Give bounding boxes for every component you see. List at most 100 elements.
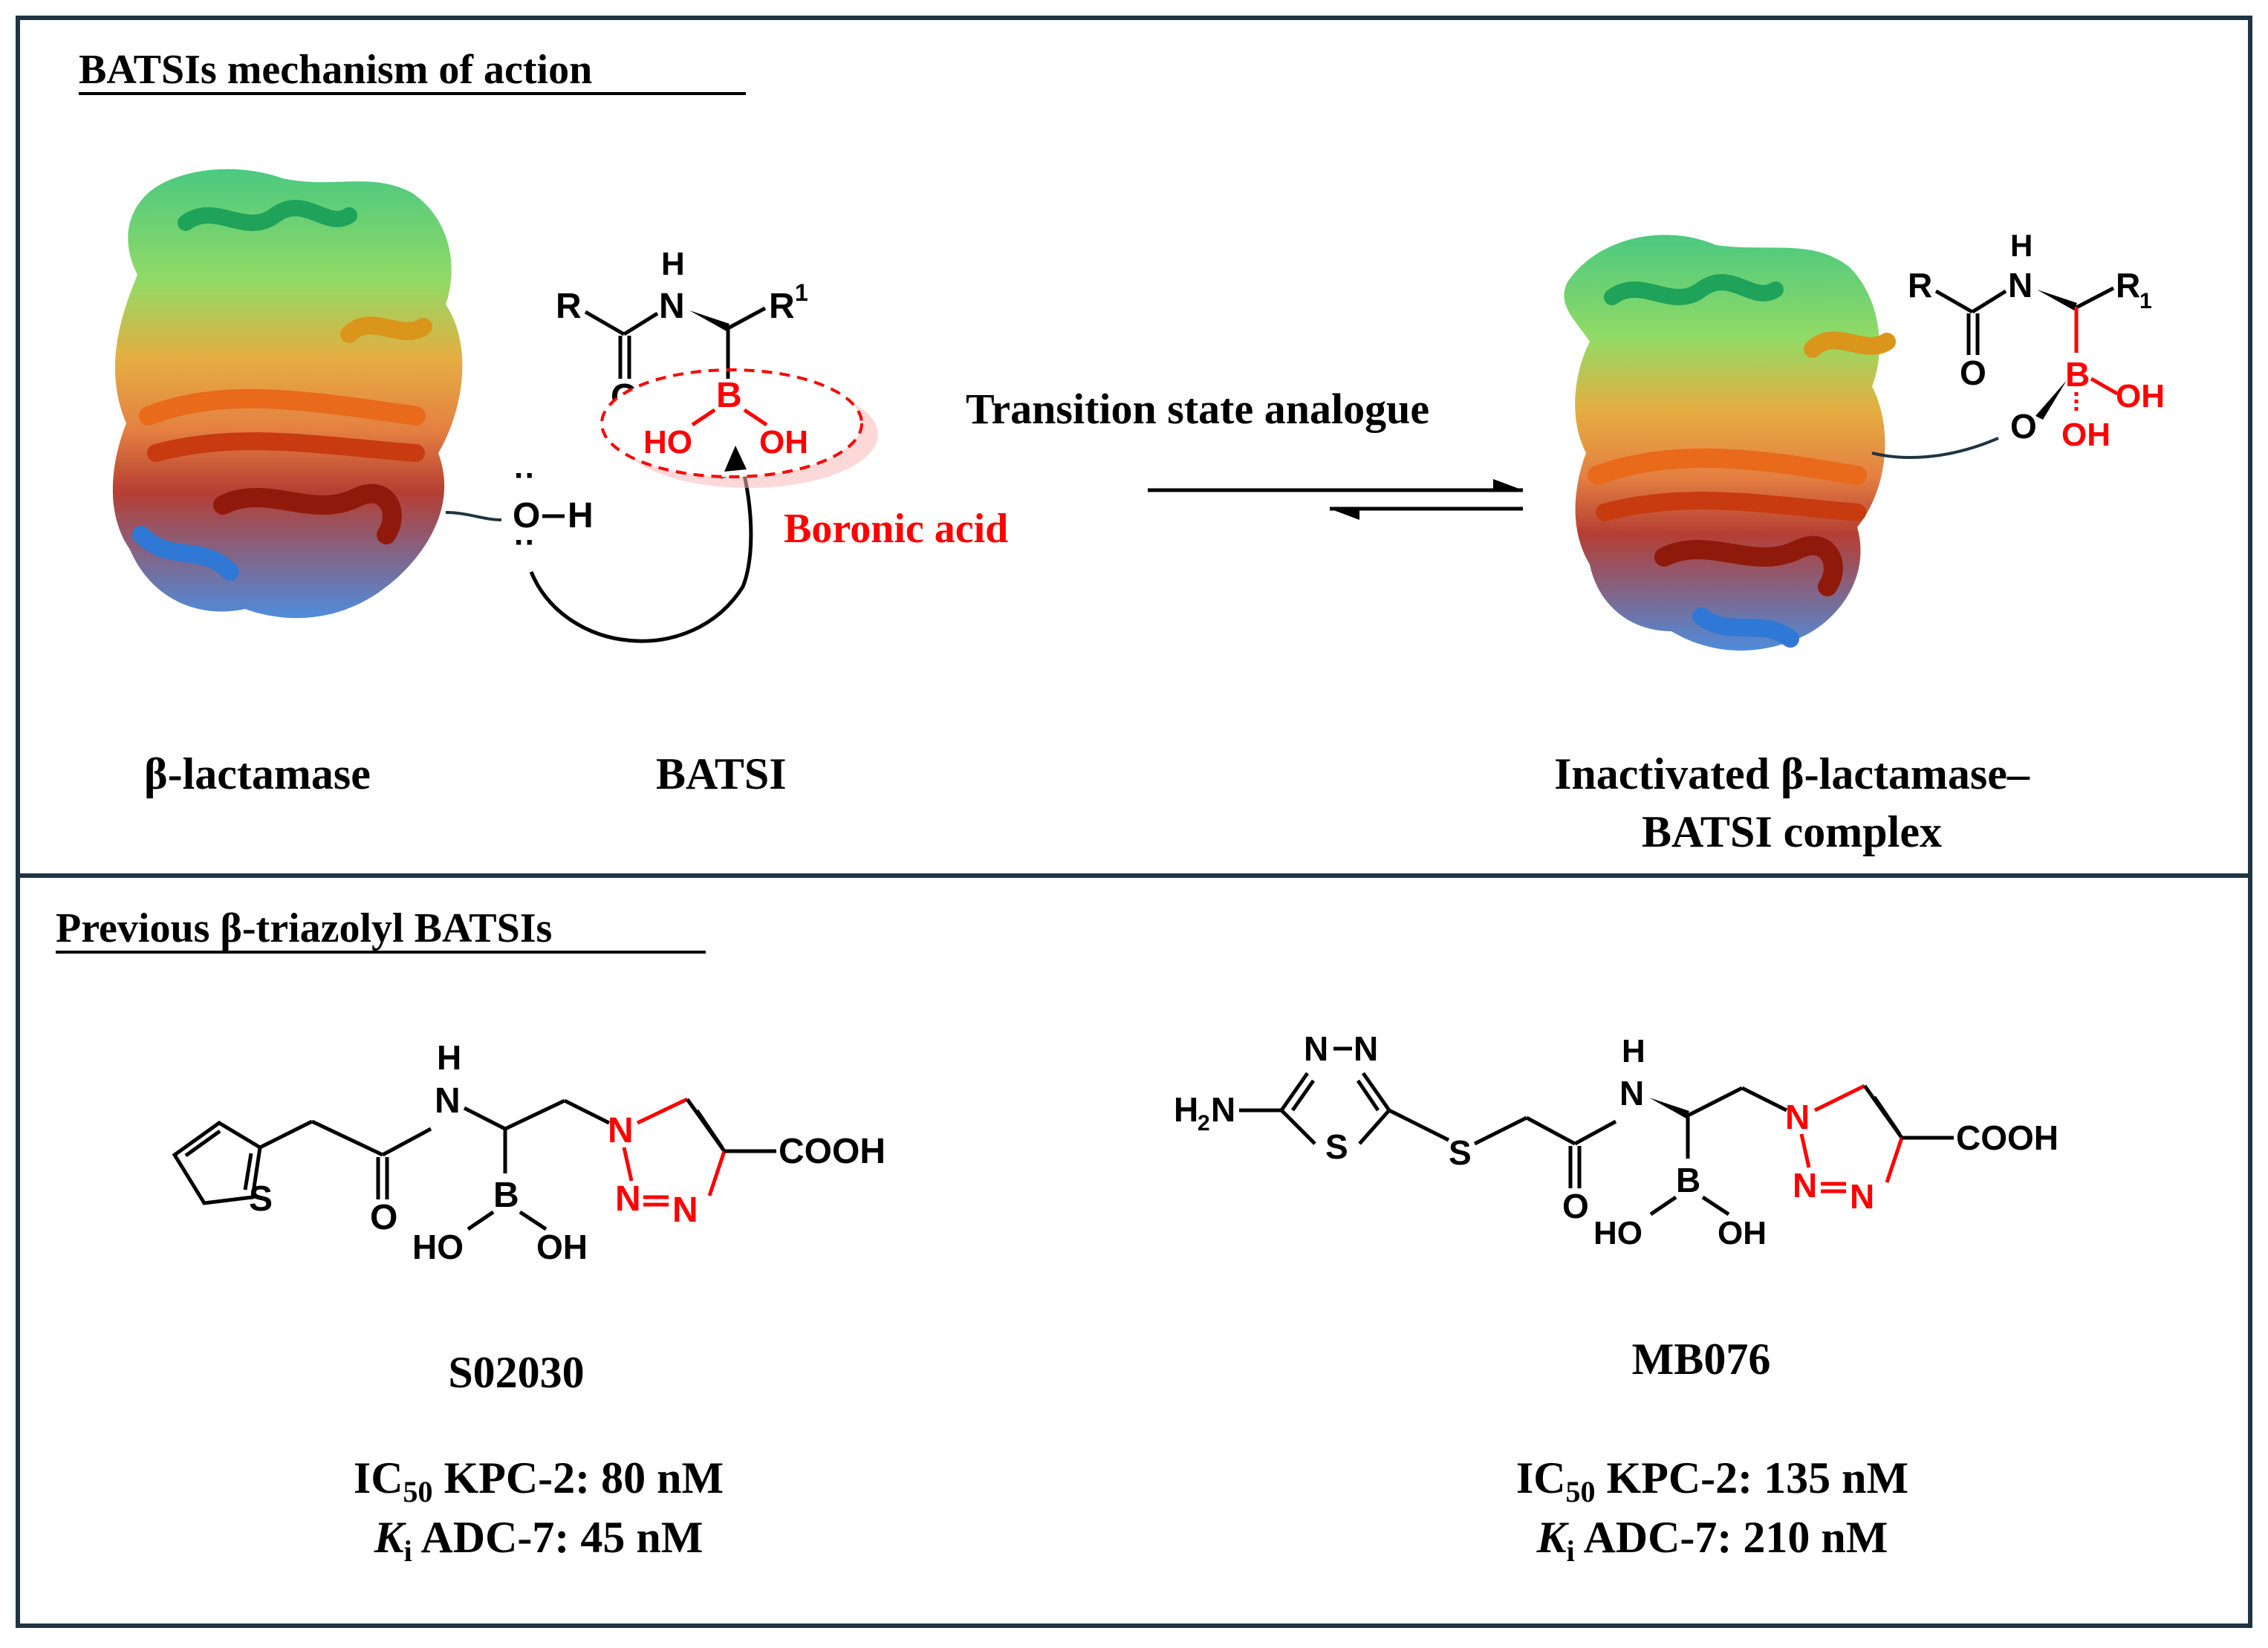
mb076-ic50: IC50 KPC-2: 135 nM (1516, 1453, 1908, 1508)
batsi-r: R (556, 287, 582, 326)
mb076-cooh: COOH (1956, 1118, 2059, 1157)
mb076-thiadiazole-n1: N (1304, 1029, 1328, 1068)
complex-bond-c-r1 (2075, 286, 2115, 310)
mb076-triazole-n2: N (1793, 1166, 1817, 1205)
serine-hydroxyl: ·· O H ·· (513, 457, 594, 561)
mb076-bond-10 (1686, 1086, 1744, 1118)
s02030-structure: S O H N B HO OH N N N COOH (172, 1038, 886, 1266)
mb076-bond-8 (1525, 1116, 1576, 1146)
thiadiazole-db-2 (1356, 1079, 1380, 1112)
s02030-ic50-sub: 50 (403, 1475, 433, 1508)
mb076-wedge (1649, 1098, 1689, 1118)
s02030-bond-4 (463, 1106, 507, 1131)
mb076-triazole-bond-c (1885, 1137, 1904, 1183)
bond-c-n (623, 311, 659, 336)
triazole-bond-d (622, 1147, 634, 1182)
s02030-bond-3 (381, 1127, 432, 1157)
s02030-oh: OH (536, 1228, 588, 1266)
top-panel-heading: BATSIs mechanism of action (79, 47, 592, 93)
mb076-ki-text: ADC-7: 210 nM (1575, 1513, 1888, 1562)
s02030-ki-prefix: K (374, 1513, 407, 1562)
lone-pair-top: ·· (514, 457, 536, 494)
mb076-b: B (1676, 1161, 1700, 1199)
s02030-bond-b-oh (519, 1210, 547, 1231)
mb076-h2n-sub: 2 (1198, 1111, 1210, 1136)
s02030-n: N (435, 1081, 461, 1121)
equilibrium-arrows (1148, 479, 1523, 520)
mb076-bond-b-ho (1649, 1195, 1677, 1217)
complex-bond-b-oh1 (2090, 377, 2119, 396)
mb076-bond-11 (1741, 1086, 1788, 1113)
s02030-ho: HO (412, 1228, 464, 1266)
s02030-bond-b-ho (467, 1210, 495, 1231)
mb076-o: O (1562, 1187, 1589, 1225)
complex-b: B (2065, 355, 2090, 394)
serine-hydrogen: H (568, 496, 594, 535)
complex-o: O (1960, 354, 1986, 392)
mb076-n: N (1619, 1074, 1644, 1113)
forward-arrow-head (1493, 479, 1523, 490)
boron-atom: B (716, 376, 742, 415)
s02030-bond-2 (311, 1119, 384, 1157)
s02030-cooh: COOH (779, 1132, 886, 1171)
attack-arrow-head-overlay (724, 446, 747, 472)
s02030-o: O (370, 1198, 397, 1237)
mb076-ic50-sub: 50 (1566, 1475, 1596, 1508)
complex-chemical-structure: R O H N R 1 B OH OH O (1908, 228, 2165, 453)
label-complex-line2: BATSI complex (1642, 807, 1942, 856)
mb076-ho: HO (1593, 1215, 1642, 1251)
complex-r: R (1908, 266, 1932, 304)
hydroxyl-right: OH (759, 424, 808, 460)
s02030-triazole-n3: N (672, 1191, 698, 1230)
hydroxyl-left: HO (643, 424, 692, 460)
mb076-h2n-n: N (1211, 1090, 1235, 1129)
mb076-triazole-n3: N (1850, 1177, 1874, 1216)
mb076-ki-sub: i (1567, 1534, 1575, 1568)
mb076-triazole-bond-b2 (1872, 1095, 1902, 1136)
complex-r1-sub: 1 (2139, 289, 2152, 313)
s02030-bond-1 (259, 1119, 313, 1150)
mb076-bond-9 (1573, 1119, 1617, 1146)
s02030-ki: Ki ADC-7: 45 nM (374, 1513, 704, 1568)
mb076-bond-s-link (1388, 1108, 1450, 1142)
mb076-ic50-prefix: IC (1516, 1453, 1566, 1502)
s02030-b: B (493, 1176, 519, 1215)
complex-r1: R (2116, 266, 2140, 304)
mb076-bond-7 (1473, 1116, 1528, 1146)
s02030-triazole-n1: N (608, 1111, 634, 1150)
batsi-r1-sup: 1 (795, 279, 808, 306)
inactivated-complex-structure (1564, 235, 1999, 651)
mb076-ic50-text: KPC-2: 135 nM (1596, 1453, 1909, 1502)
batsi-n: N (659, 287, 685, 326)
complex-oh2: OH (2061, 417, 2111, 453)
complex-o-ser: O (2010, 407, 2037, 446)
bottom-panel-border (16, 873, 2252, 1628)
s02030-name: S02030 (448, 1348, 584, 1397)
complex-bond-c-n (1971, 289, 2007, 314)
reverse-arrow-head (1330, 509, 1359, 520)
triazole-bond-b2 (695, 1109, 724, 1149)
complex-n: N (2008, 266, 2033, 304)
label-beta-lactamase: β-lactamase (144, 749, 371, 798)
complex-wedge-b-o (2035, 380, 2067, 420)
wedge-bond (689, 310, 730, 331)
s02030-ic50: IC50 KPC-2: 80 nM (354, 1453, 724, 1508)
s02030-thiophene-s: S (249, 1179, 273, 1219)
mb076-triazole-n1: N (1785, 1098, 1810, 1136)
nucleophilic-attack-arrow (529, 421, 770, 643)
s02030-ic50-prefix: IC (354, 1453, 403, 1502)
mb076-thiadiazole-n2: N (1354, 1029, 1378, 1068)
mb076-bond-b-oh (1701, 1195, 1730, 1217)
s02030-ki-sub: i (404, 1534, 412, 1568)
mb076-triazole-bond-d (1799, 1133, 1811, 1168)
serine-oxygen: O (513, 496, 540, 535)
complex-h: H (2010, 228, 2033, 263)
mb076-thiadiazole-s: S (1325, 1127, 1348, 1166)
mb076-ki: Ki ADC-7: 210 nM (1536, 1513, 1888, 1568)
lone-pair-bottom: ·· (514, 524, 536, 561)
s02030-h: H (437, 1038, 461, 1077)
mb076-h: H (1622, 1033, 1645, 1069)
mb076-structure: H 2 N N N S S O H N B HO OH N (1174, 1029, 2059, 1251)
mb076-ki-prefix: K (1536, 1513, 1570, 1562)
